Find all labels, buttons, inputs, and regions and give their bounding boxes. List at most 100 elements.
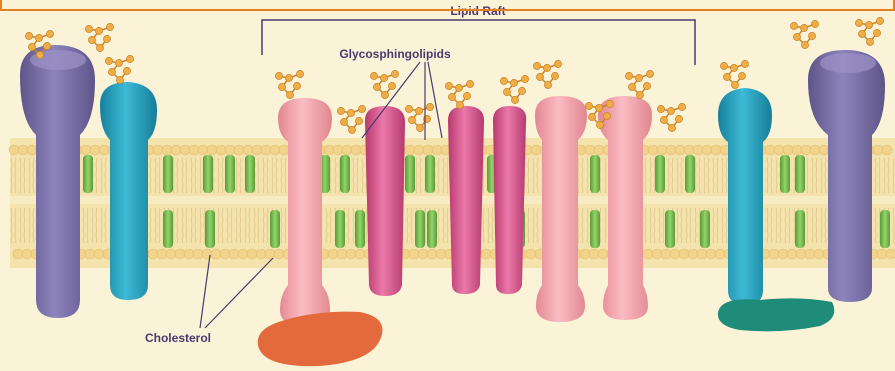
cholesterol-rod (270, 210, 280, 248)
lipid-head (274, 249, 284, 259)
lipid-head (342, 145, 352, 155)
lipid-head (18, 145, 28, 155)
lipid-head (783, 145, 793, 155)
lipid-head (819, 145, 829, 155)
lipid-head (229, 249, 239, 259)
cholesterol-rod (163, 155, 173, 193)
lipid-head (810, 145, 820, 155)
lipid-head (216, 145, 226, 155)
lipid-head (279, 145, 289, 155)
lipid-head (166, 249, 176, 259)
lipid-head (778, 249, 788, 259)
lipid-head (436, 249, 446, 259)
lipid-head (648, 145, 658, 155)
lipid-head (405, 145, 415, 155)
cholesterol-rod (780, 155, 790, 193)
green-peripheral-protein (718, 298, 834, 331)
lipid-head (711, 145, 721, 155)
sugar-chain (790, 20, 818, 48)
lipid-head (670, 249, 680, 259)
glycosphingolipids-label: Glycosphingolipids (339, 47, 451, 61)
lipid-head (184, 249, 194, 259)
lipid-head (202, 249, 212, 259)
lipid-head (787, 249, 797, 259)
cholesterol-rod (335, 210, 345, 248)
lipid-head (427, 249, 437, 259)
lipid-head (675, 145, 685, 155)
lipid-head (814, 249, 824, 259)
lipid-head (180, 145, 190, 155)
lipid-head (697, 249, 707, 259)
lipid-head (414, 145, 424, 155)
sugar-chain (533, 60, 561, 88)
cholesterol-rod (83, 155, 93, 193)
lipid-head (481, 249, 491, 259)
lipid-head (99, 145, 109, 155)
lipid-head (589, 249, 599, 259)
cholesterol-rod (225, 155, 235, 193)
sugar-chain (500, 75, 528, 103)
sugar-chain (337, 105, 365, 133)
lipid-head (585, 145, 595, 155)
sugar-chain (720, 60, 748, 88)
lipid-head (531, 145, 541, 155)
lipid-head (238, 249, 248, 259)
lipid-head (801, 145, 811, 155)
lipid-head (792, 145, 802, 155)
lipid-head (270, 145, 280, 155)
lipid-head (679, 249, 689, 259)
lipid-head (706, 249, 716, 259)
lipid-head (90, 145, 100, 155)
lipid-head (337, 249, 347, 259)
lipid-head (346, 249, 356, 259)
lipid-head (882, 145, 892, 155)
lipid-head (580, 249, 590, 259)
lipid-head (220, 249, 230, 259)
cholesterol-rod (425, 155, 435, 193)
cholesterol-rod (340, 155, 350, 193)
cholesterol-rod (405, 155, 415, 193)
raft-protein-2 (365, 106, 405, 296)
sugar-chain (105, 55, 133, 83)
lipid-head (526, 249, 536, 259)
lipid-head (657, 145, 667, 155)
cholesterol-rod (685, 155, 695, 193)
lipid-head (702, 145, 712, 155)
cholesterol-rod (415, 210, 425, 248)
orange-peripheral-protein (258, 312, 383, 366)
lipid-head (765, 145, 775, 155)
lipid-head (873, 145, 883, 155)
lipid-head (423, 145, 433, 155)
lipid-head (598, 249, 608, 259)
cholesterol-rod (427, 210, 437, 248)
sugar-chain (445, 80, 473, 108)
cholesterol-rod (355, 210, 365, 248)
lipid-head (153, 145, 163, 155)
cholesterol-rod (795, 210, 805, 248)
lipid-head (198, 145, 208, 155)
cholesterol-rod (665, 210, 675, 248)
cholesterol-rod (795, 155, 805, 193)
lipid-head (594, 145, 604, 155)
raft-protein-3 (448, 106, 484, 294)
lipid-head (85, 249, 95, 259)
lipid-head (769, 249, 779, 259)
lipid-head (432, 145, 442, 155)
cholesterol-rod (880, 210, 890, 248)
lipid-head (805, 249, 815, 259)
lipid-head (225, 145, 235, 155)
lipid-head (684, 145, 694, 155)
sugar-chain (85, 23, 113, 51)
lipid-head (774, 145, 784, 155)
lipid-head (652, 249, 662, 259)
cholesterol-rod (590, 210, 600, 248)
cholesterol-rod (245, 155, 255, 193)
lipid-head (211, 249, 221, 259)
lipid-head (661, 249, 671, 259)
lipid-head (324, 145, 334, 155)
cholesterol-rod (655, 155, 665, 193)
lipid-head (351, 145, 361, 155)
lipid-head (418, 249, 428, 259)
lipid-head (171, 145, 181, 155)
